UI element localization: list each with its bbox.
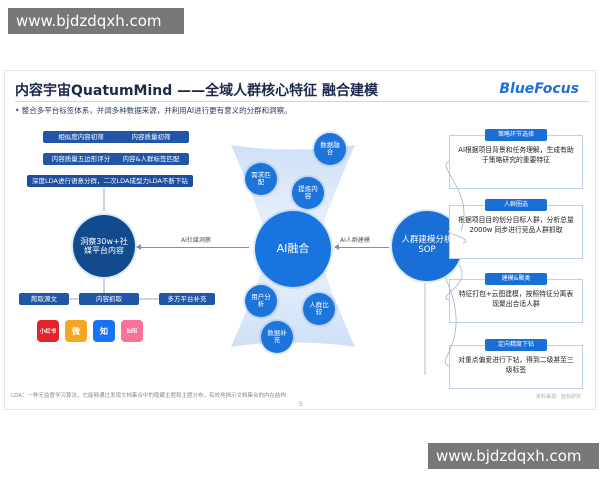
slide: 内容宇宙QuatumMind ——全域人群核心特征 融合建模 BlueFocus… (4, 70, 596, 410)
left-pill-3: 内容质量五边形评分 (43, 153, 119, 165)
right-box-2: 人群圈选 根据项目目的划分目标人群，分析总量2000w 同步进行竞品人群抓取 (449, 199, 583, 259)
page-number: 5 (299, 401, 303, 408)
right-box-4-text: 对重点偏爱进行下钻，得到二级甚至三级标签 (458, 356, 574, 375)
right-box-4: 定向精度下钻 对重点偏爱进行下钻，得到二级甚至三级标签 (449, 339, 583, 389)
right-arrow-label: AI人群建模 (340, 237, 370, 244)
content-insight-circle: 洞察30w+社媒平台内容 (73, 215, 135, 277)
right-box-1-text: AI根据项目背景和任务理解，生成有助于策略研究的重要特征 (458, 146, 574, 165)
right-box-2-text: 根据项目目的划分目标人群，分析总量2000w 同步进行竞品人群抓取 (458, 216, 574, 235)
zhihu-icon: 知 (93, 320, 115, 342)
brand-logo: BlueFocus (499, 81, 579, 97)
user-analysis-label: 用户分析 (251, 292, 271, 308)
bilibili-icon: bili (121, 320, 143, 342)
left-pill-1: 相似度内容初筛 (43, 131, 119, 143)
footnote: LDA：一种无监督学习算法，它能够通过发现文档集合中的隐藏主题和主题分布，有效地… (11, 393, 286, 399)
watermark-top: www.bjdzdqxh.com (8, 8, 184, 34)
right-box-2-head: 人群圈选 (485, 199, 547, 211)
ai-fusion-label: AI融合 (276, 241, 310, 255)
slide-title: 内容宇宙QuatumMind ——全域人群核心特征 融合建模 (15, 83, 379, 99)
title-divider (15, 101, 589, 102)
data-supplement-label: 数据补充 (267, 328, 287, 344)
bottom-pill-3: 多方平台补充 (159, 293, 215, 305)
crowd-modeling-label: 人群建模分析SOP (401, 235, 453, 255)
small-circle-crowd-compare: 人群比较 (303, 293, 335, 325)
small-circle-extract: 提炼内容 (292, 177, 324, 209)
right-box-1: 策略环节选择 AI根据项目背景和任务理解，生成有助于策略研究的重要特征 (449, 129, 583, 189)
right-box-3: 建模&聚类 特征打包+云图建模，按照特征分离表现聚出合适人群 (449, 273, 583, 323)
left-pill-4: 内容&人群标签匹配 (113, 153, 189, 165)
right-box-1-head: 策略环节选择 (485, 129, 547, 141)
bottom-pill-1: 爬取源文 (19, 293, 69, 305)
ai-fusion-circle: AI融合 (255, 211, 331, 287)
bottom-pill-2: 内容抓取 (79, 293, 139, 305)
title-bar: 内容宇宙QuatumMind ——全域人群核心特征 融合建模 BlueFocus (9, 73, 591, 103)
small-circle-user-analysis: 用户分析 (245, 285, 277, 317)
demand-label: 需求匹配 (251, 170, 271, 186)
crowd-compare-label: 人群比较 (309, 300, 329, 316)
watermark-bottom: www.bjdzdqxh.com (428, 443, 599, 469)
left-pill-2: 内容质量初筛 (113, 131, 189, 143)
weibo-icon: 微 (65, 320, 87, 342)
slide-subtitle: • 整合多平台标签体系，并阔多种数据来源，并利用AI进行更有意义的分群和洞察。 (15, 106, 292, 115)
xiaohongshu-icon: 小红书 (37, 320, 59, 342)
small-circle-data-fusion: 数据融合 (314, 133, 346, 165)
right-box-4-head: 定向精度下钻 (485, 339, 547, 351)
arrow-right (334, 244, 389, 250)
right-box-3-text: 特征打包+云图建模，按照特征分离表现聚出合适人群 (458, 290, 574, 309)
source-note: 资料来源：蓝标研究 (535, 394, 581, 400)
small-circle-data-supplement: 数据补充 (261, 321, 293, 353)
arrow-left (136, 244, 249, 250)
extract-label: 提炼内容 (298, 184, 318, 200)
left-arrow-label: AI社媒洞察 (181, 237, 211, 244)
content-insight-label: 洞察30w+社媒平台内容 (80, 236, 128, 255)
small-circle-demand: 需求匹配 (245, 163, 277, 195)
right-box-3-head: 建模&聚类 (485, 273, 547, 285)
data-fusion-label: 数据融合 (320, 140, 340, 156)
left-pill-5: 深度LDA进行语意分群，二次LDA成型力LDA不断下钻 (27, 175, 193, 187)
